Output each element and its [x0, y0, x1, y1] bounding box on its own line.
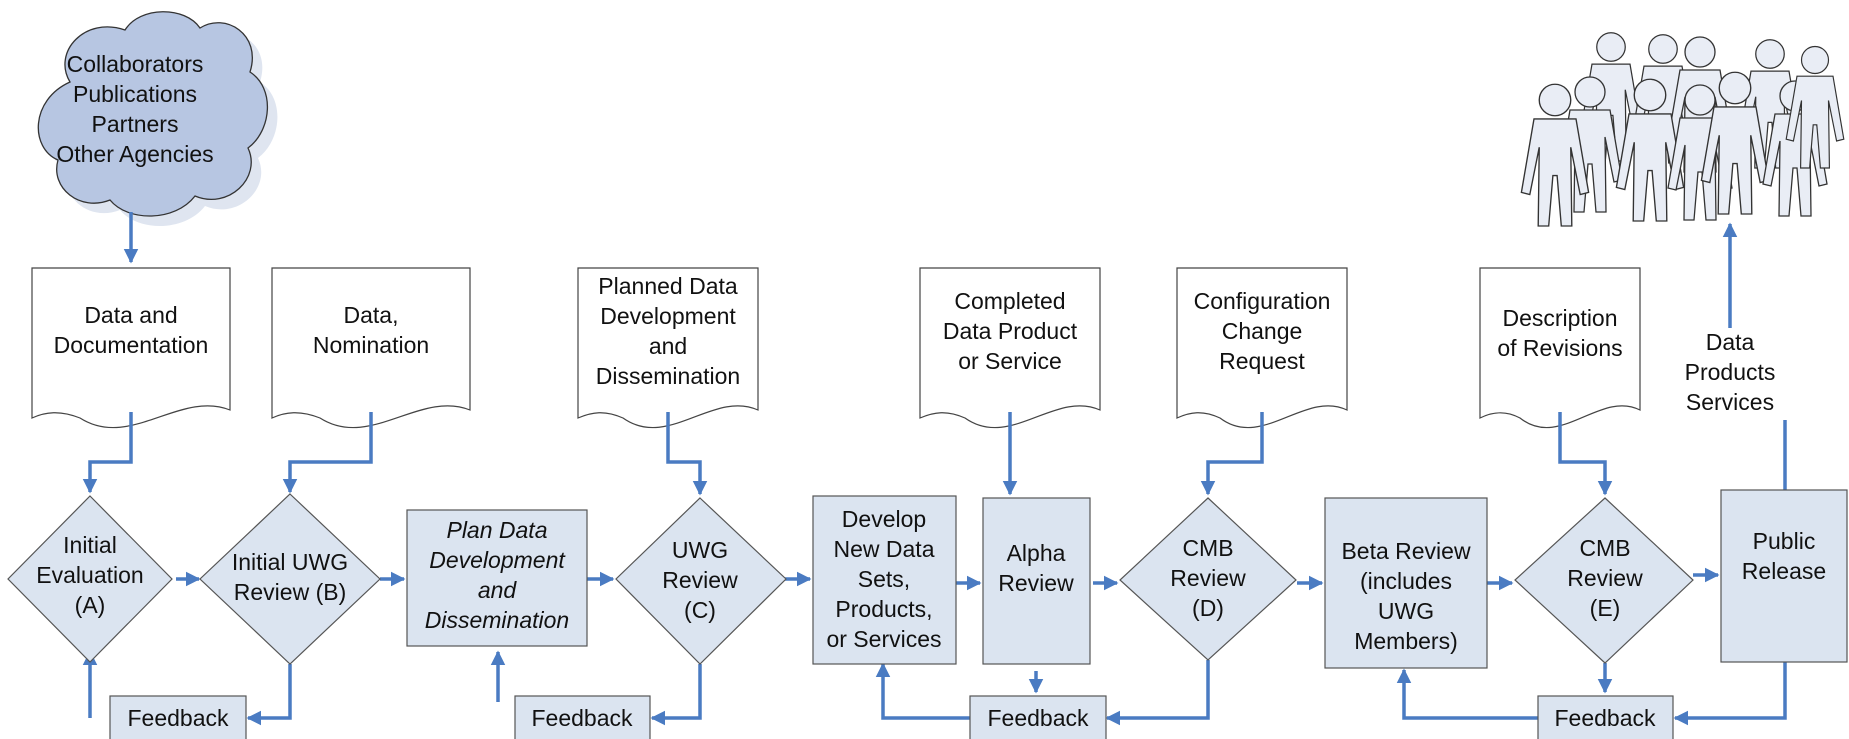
svg-text:Beta Review: Beta Review: [1341, 538, 1471, 564]
feedback-box-1: Feedback: [109, 695, 247, 739]
cmb-review-e-diamond: CMB Review (E): [1514, 497, 1694, 664]
svg-text:or Services: or Services: [826, 626, 941, 652]
svg-text:Feedback: Feedback: [531, 705, 633, 731]
svg-text:(C): (C): [684, 597, 716, 623]
svg-text:Development: Development: [600, 303, 736, 329]
svg-text:CMB: CMB: [1182, 535, 1233, 561]
cloud-icon: [37, 11, 278, 227]
svg-text:Configuration: Configuration: [1194, 288, 1331, 314]
svg-text:Review: Review: [1567, 565, 1643, 591]
svg-text:Develop: Develop: [842, 506, 926, 532]
svg-text:Dissemination: Dissemination: [596, 363, 740, 389]
svg-text:UWG: UWG: [1378, 598, 1434, 624]
svg-text:Description: Description: [1502, 305, 1617, 331]
person-silhouette: [1615, 78, 1685, 222]
svg-text:Evaluation: Evaluation: [36, 562, 143, 588]
svg-text:Planned Data: Planned Data: [598, 273, 738, 299]
svg-text:Services: Services: [1686, 389, 1774, 415]
svg-text:of Revisions: of Revisions: [1497, 335, 1622, 361]
svg-text:Review: Review: [662, 567, 738, 593]
svg-text:(A): (A): [75, 592, 106, 618]
svg-text:Plan Data: Plan Data: [446, 517, 547, 543]
flow-connectors: [82, 212, 1787, 726]
svg-text:Change: Change: [1222, 318, 1303, 344]
svg-text:Initial: Initial: [63, 532, 117, 558]
svg-text:Data and: Data and: [84, 302, 177, 328]
svg-text:Review (B): Review (B): [234, 579, 346, 605]
cloud-line: Collaborators: [67, 51, 204, 77]
svg-text:Feedback: Feedback: [987, 705, 1089, 731]
svg-text:Development: Development: [429, 547, 566, 573]
initial-evaluation-diamond: Initial Evaluation (A): [7, 495, 173, 663]
person-silhouette: [1520, 83, 1590, 227]
svg-text:Nomination: Nomination: [313, 332, 429, 358]
uwg-review-diamond: UWG Review (C): [615, 497, 787, 665]
svg-text:Documentation: Documentation: [54, 332, 209, 358]
svg-text:and: and: [649, 333, 687, 359]
svg-text:Completed: Completed: [954, 288, 1065, 314]
svg-text:Dissemination: Dissemination: [425, 607, 569, 633]
svg-text:New Data: New Data: [834, 536, 935, 562]
svg-text:Release: Release: [1742, 558, 1826, 584]
svg-text:Review: Review: [1170, 565, 1246, 591]
person-silhouette: [1785, 45, 1845, 169]
svg-text:(includes: (includes: [1360, 568, 1452, 594]
cloud-line: Other Agencies: [56, 141, 213, 167]
svg-text:Data: Data: [1706, 329, 1755, 355]
svg-text:Feedback: Feedback: [127, 705, 229, 731]
document-data-and-documentation: Data and Documentation: [31, 267, 231, 429]
svg-text:(E): (E): [1590, 595, 1621, 621]
svg-text:Initial UWG: Initial UWG: [232, 549, 348, 575]
svg-text:Products,: Products,: [835, 596, 932, 622]
svg-text:Alpha: Alpha: [1007, 540, 1066, 566]
people-group-icon: [1520, 32, 1845, 227]
document-data-nomination: Data, Nomination: [271, 267, 471, 429]
svg-text:(D): (D): [1192, 595, 1224, 621]
document-configuration-change-request: Configuration Change Request: [1176, 267, 1348, 429]
svg-text:Products: Products: [1685, 359, 1776, 385]
feedback-box-4: Feedback: [1537, 695, 1674, 739]
person-silhouette: [1700, 71, 1770, 215]
develop-new-data-box: Develop New Data Sets, Products, or Serv…: [812, 495, 957, 665]
cloud-label: Collaborators Publications Partners Othe…: [56, 51, 213, 167]
document-completed-data-product: Completed Data Product or Service: [919, 267, 1101, 429]
svg-text:Data Product: Data Product: [943, 318, 1078, 344]
outputs-label: Data Products Services: [1685, 329, 1776, 415]
svg-text:Public: Public: [1753, 528, 1816, 554]
svg-text:Members): Members): [1354, 628, 1458, 654]
feedback-box-3: Feedback: [969, 695, 1107, 739]
svg-text:Sets,: Sets,: [858, 566, 910, 592]
svg-text:Review: Review: [998, 570, 1074, 596]
svg-text:or Service: or Service: [958, 348, 1062, 374]
svg-text:CMB: CMB: [1579, 535, 1630, 561]
beta-review-box: Beta Review (includes UWG Members): [1324, 497, 1488, 669]
svg-text:UWG: UWG: [672, 537, 728, 563]
svg-text:and: and: [478, 577, 518, 603]
document-planned-data-development: Planned Data Development and Disseminati…: [577, 267, 759, 429]
cmb-review-d-diamond: CMB Review (D): [1119, 497, 1297, 661]
public-release-box: Public Release: [1720, 489, 1848, 663]
svg-text:Request: Request: [1219, 348, 1305, 374]
svg-text:Feedback: Feedback: [1554, 705, 1656, 731]
initial-uwg-review-diamond: Initial UWG Review (B): [199, 493, 381, 665]
feedback-box-2: Feedback: [514, 695, 651, 739]
alpha-review-box: Alpha Review: [982, 497, 1091, 665]
cloud-line: Publications: [73, 81, 197, 107]
document-description-of-revisions: Description of Revisions: [1479, 267, 1641, 429]
plan-data-development-box: Plan Data Development and Dissemination: [406, 509, 588, 647]
cloud-line: Partners: [92, 111, 179, 137]
svg-text:Data,: Data,: [344, 302, 399, 328]
